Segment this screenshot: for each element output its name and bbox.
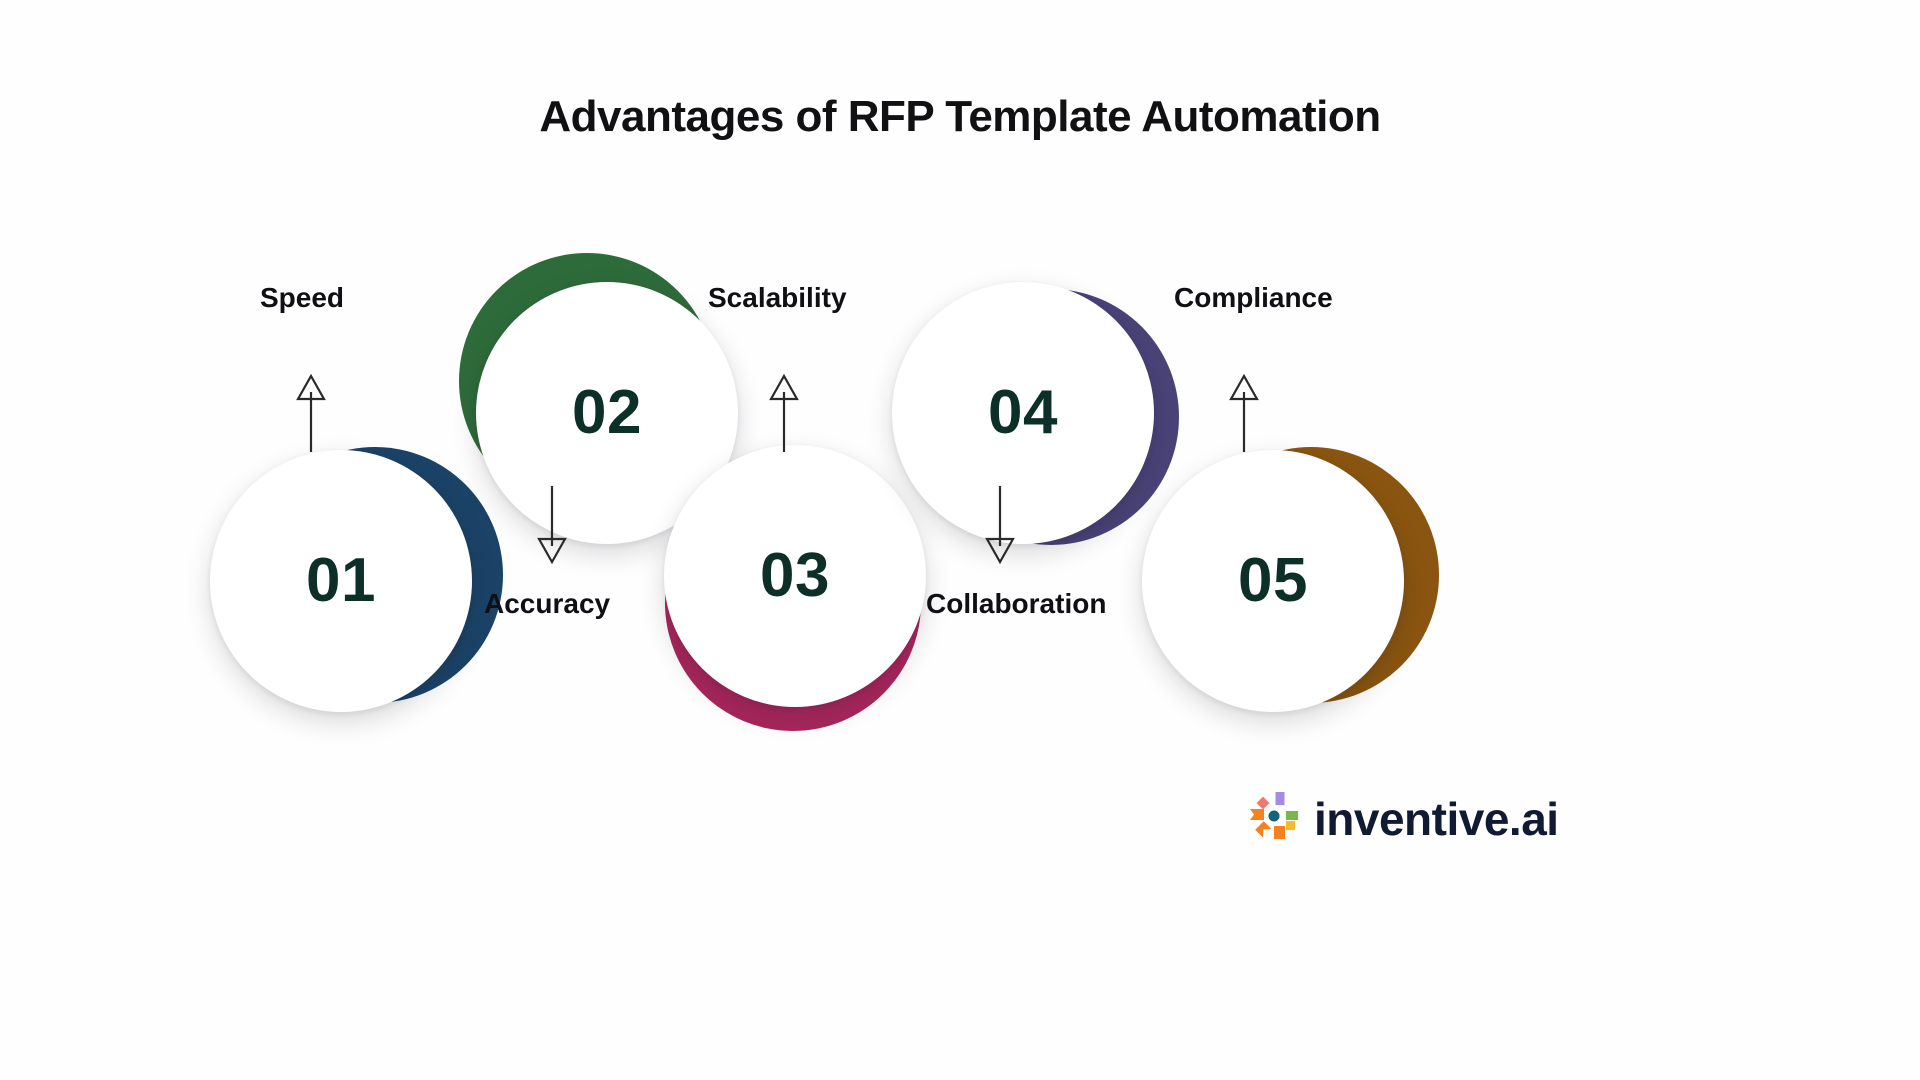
step-01-arrow-up-icon	[293, 373, 329, 457]
step-04[interactable]: 04	[880, 246, 1200, 566]
step-02-number: 02	[572, 378, 642, 447]
logo-wordmark: inventive.ai	[1314, 792, 1559, 845]
step-04-arrow-down-icon	[982, 486, 1018, 571]
step-01[interactable]: 01	[210, 420, 530, 740]
step-04-disc: 04	[892, 282, 1154, 544]
step-03-disc: 03	[664, 445, 926, 707]
inventive-ai-logo[interactable]: inventive.ai	[1248, 790, 1559, 847]
step-01-label: Speed	[260, 282, 345, 313]
step-03-number: 03	[760, 541, 830, 610]
step-04-number: 04	[988, 378, 1058, 447]
step-05-label: Compliance	[1174, 282, 1333, 313]
step-01-number: 01	[306, 546, 376, 615]
step-05-arrow-up-icon	[1226, 373, 1262, 457]
step-02-label: Accuracy	[484, 588, 611, 619]
step-03-arrow-up-icon	[766, 373, 802, 457]
inventive-pinwheel-icon	[1248, 790, 1300, 847]
step-02-arrow-down-icon	[534, 486, 570, 571]
page-title: Advantages of RFP Template Automation	[539, 92, 1381, 141]
step-01-disc: 01	[210, 450, 472, 712]
step-03-label: Scalability	[708, 282, 847, 313]
step-03[interactable]: 03	[650, 420, 970, 740]
step-05-disc: 05	[1142, 450, 1404, 712]
step-05-number: 05	[1238, 546, 1308, 615]
step-05[interactable]: 05	[1120, 420, 1440, 740]
step-04-label: Collaboration	[926, 588, 1107, 619]
